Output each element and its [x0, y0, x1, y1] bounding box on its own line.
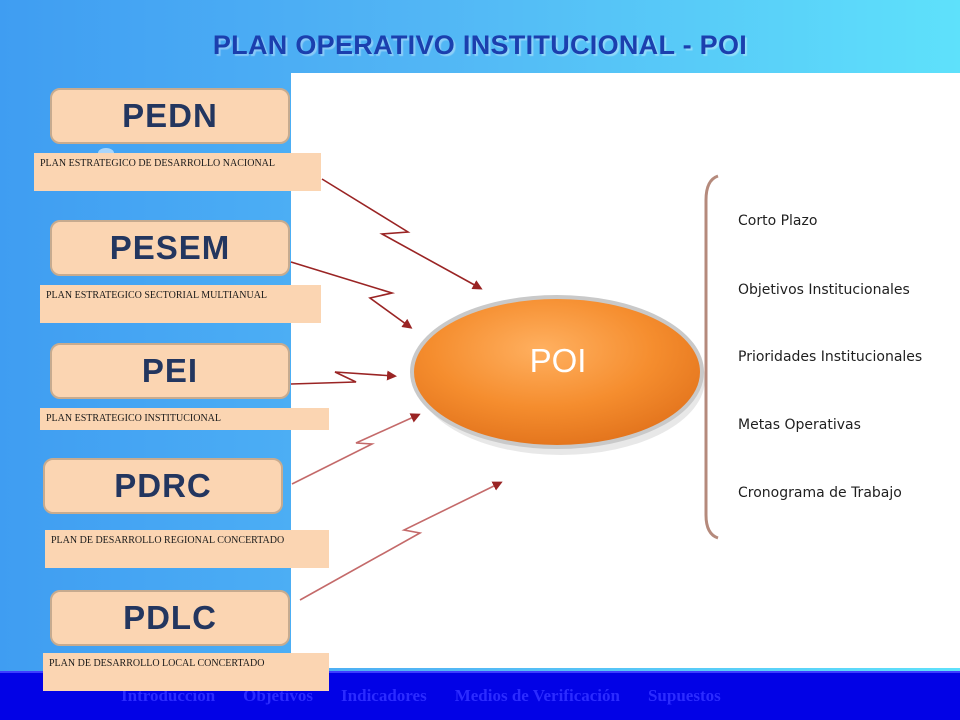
plan-desc-pedn: PLAN ESTRATEGICO DE DESARROLLO NACIONAL	[34, 153, 321, 191]
plan-desc-pdlc: PLAN DE DESARROLLO LOCAL CONCERTADO	[43, 653, 329, 691]
plan-pill-pesem: PESEM	[50, 220, 290, 276]
plan-desc-pei: PLAN ESTRATEGICO INSTITUCIONAL	[40, 408, 329, 430]
poi-item-prioridades: Prioridades Institucionales	[738, 349, 923, 365]
diagram-canvas	[291, 73, 960, 668]
poi-item-metas: Metas Operativas	[738, 417, 861, 433]
plan-pill-pdrc: PDRC	[43, 458, 283, 514]
poi-label: POI	[529, 342, 587, 379]
plan-pill-pedn: PEDN	[50, 88, 290, 144]
poi-item-corto-plazo: Corto Plazo	[738, 213, 818, 229]
nav-supuestos[interactable]: Supuestos	[647, 686, 721, 705]
plan-pill-pdlc: PDLC	[50, 590, 290, 646]
plan-desc-pdrc: PLAN DE DESARROLLO REGIONAL CONCERTADO	[45, 530, 329, 568]
poi-item-cronograma: Cronograma de Trabajo	[738, 485, 902, 501]
footer-divider	[0, 671, 960, 673]
poi-item-objetivos: Objetivos Institucionales	[738, 282, 910, 298]
page-title: PLAN OPERATIVO INSTITUCIONAL - POI	[212, 30, 748, 60]
nav-indicadores[interactable]: Indicadores	[341, 686, 427, 705]
plan-desc-pesem: PLAN ESTRATEGICO SECTORIAL MULTIANUAL	[40, 285, 321, 323]
nav-medios-de-verificacion[interactable]: Medios de Verificación	[454, 686, 620, 705]
plan-pill-pei: PEI	[50, 343, 290, 399]
